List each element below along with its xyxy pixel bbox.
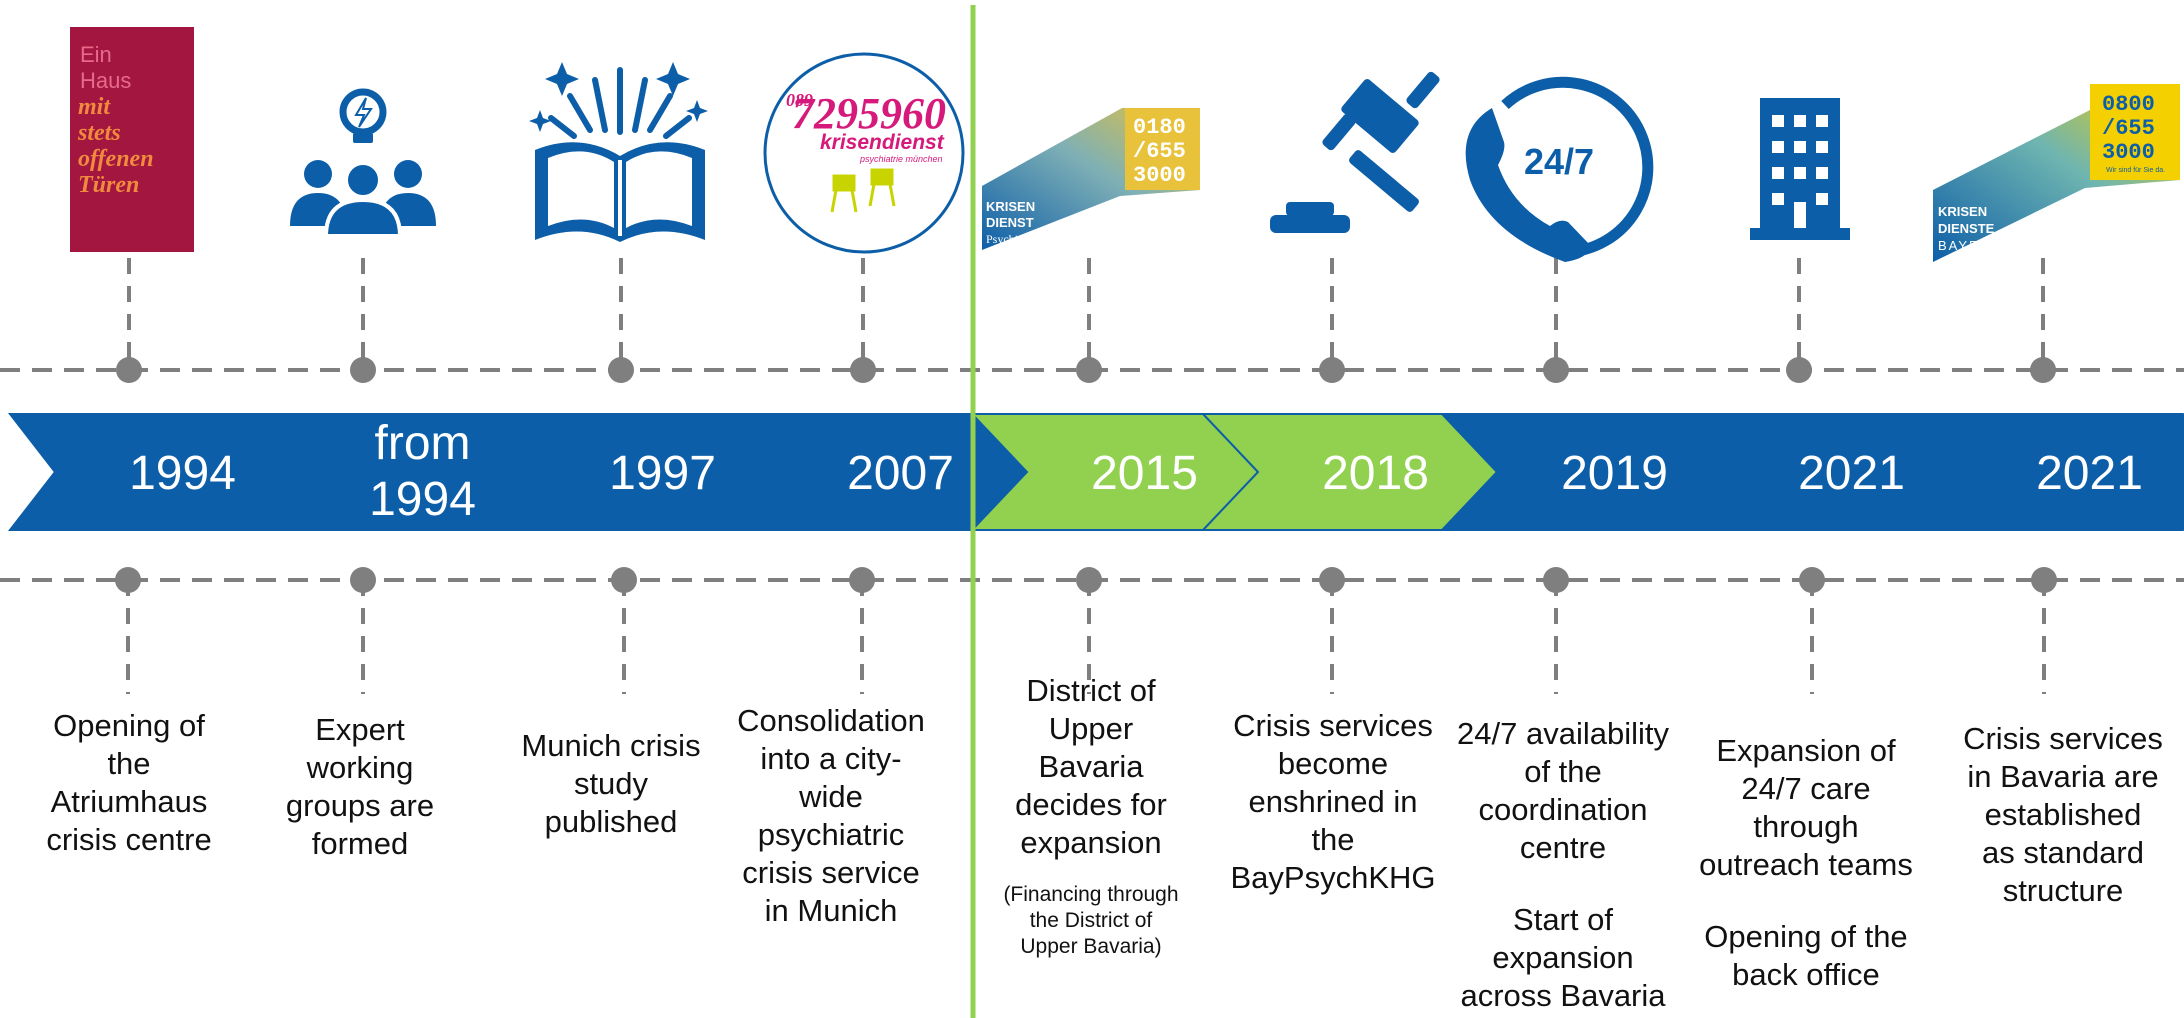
psychiatrie-phone-line-2: /655	[1133, 139, 1186, 164]
milestone-description: 24/7 availability of the coordination ce…	[1443, 715, 1683, 1015]
upper-marker-dot	[1786, 357, 1812, 383]
year-label: 2021	[1798, 447, 1905, 500]
poster-light-text-1: Ein	[80, 42, 112, 67]
munich-service-name: krisendienst	[820, 131, 945, 154]
bayern-brand-sub: BAYERN	[1938, 238, 2003, 253]
phone-24-7-icon: 24/7	[1465, 76, 1654, 262]
milestone-extra-text: Start of expansion across Bavaria	[1460, 902, 1666, 1013]
milestone-description-text: Crisis services in Bavaria are establish…	[1963, 721, 2163, 908]
psychiatrie-brand-sub: Psychiatrie	[986, 232, 1039, 246]
psychiatrie-brand-line-1: KRISEN	[986, 199, 1035, 214]
gavel-icon	[1270, 71, 1440, 233]
upper-marker-dot	[850, 357, 876, 383]
office-building-icon	[1750, 98, 1850, 240]
upper-marker-dot	[116, 357, 142, 383]
milestone-description-text: Opening of the Atriumhaus crisis centre	[46, 708, 212, 857]
poster-bold-text-1: mit	[78, 94, 111, 120]
milestone-description-text: 24/7 availability of the coordination ce…	[1457, 716, 1669, 865]
milestone-description: Opening of the Atriumhaus crisis centre	[29, 707, 229, 859]
lower-marker-dot	[1543, 567, 1569, 593]
munich-service-subtitle: psychiatrie münchen	[859, 154, 943, 164]
milestone-description-text: Crisis services become enshrined in the …	[1230, 708, 1436, 895]
working-group-icon	[290, 88, 436, 238]
bayern-brand-line-1: KRISEN	[1938, 204, 1987, 219]
krisendienst-psychiatrie-logo-icon: 0180 /655 3000 KRISEN DIENST Psychiatrie	[982, 108, 1200, 250]
year-chevron	[1914, 413, 2184, 531]
milestone-description-text: Consolidation into a city- wide psychiat…	[737, 703, 925, 928]
krisendienste-bayern-logo-icon: 0800 /655 3000 Wir sind für Sie da. KRIS…	[1933, 84, 2180, 262]
munich-area-code: 089	[786, 90, 813, 110]
munich-phone-number: 7295960	[792, 89, 946, 138]
phone-badge-text: 24/7	[1524, 141, 1594, 182]
psychiatrie-brand-line-2: DIENST	[986, 215, 1034, 230]
year-label: 1997	[609, 447, 716, 500]
year-label: 2007	[847, 447, 954, 500]
milestone-description-text: Expert working groups are formed	[285, 712, 435, 861]
bayern-phone-line-1: 0800	[2102, 92, 2155, 117]
open-book-icon	[529, 62, 708, 242]
lower-marker-dot	[350, 567, 376, 593]
atriumhaus-poster-icon: Ein Haus mit stets offenen Türen	[70, 27, 194, 252]
bayern-brand-line-2: DIENSTE	[1938, 221, 1995, 236]
milestone-description: Crisis services become enshrined in the …	[1223, 707, 1443, 897]
psychiatrie-phone-line-3: 3000	[1133, 163, 1186, 188]
bayern-tagline: Wir sind für Sie da.	[2106, 167, 2165, 174]
year-label: 1994	[369, 473, 476, 526]
upper-marker-dot	[2030, 357, 2056, 383]
milestone-description: Munich crisis study published	[501, 727, 721, 841]
poster-bold-text-4: Türen	[78, 172, 139, 198]
upper-marker-dot	[1319, 357, 1345, 383]
milestone-description-text: District of Upper Bavaria decides for ex…	[1015, 673, 1167, 860]
upper-marker-dot	[608, 357, 634, 383]
year-label: 2015	[1091, 447, 1198, 500]
lower-marker-dot	[2031, 567, 2057, 593]
lower-marker-dot	[611, 567, 637, 593]
year-label: from	[375, 417, 471, 470]
milestone-note: (Financing through the District of Upper…	[1003, 883, 1179, 958]
year-label: 2019	[1561, 447, 1668, 500]
milestone-description: Expansion of 24/7 care through outreach …	[1686, 732, 1926, 994]
lower-marker-dot	[1799, 567, 1825, 593]
milestone-extra-text: Opening of the back office	[1704, 919, 1908, 992]
milestone-description: Expert working groups are formed	[260, 711, 460, 863]
upper-marker-dot	[1543, 357, 1569, 383]
krisendienst-munich-logo-icon: 089 7295960 krisendienst psychiatrie mün…	[763, 52, 965, 254]
milestone-description: Consolidation into a city- wide psychiat…	[716, 702, 946, 930]
poster-bold-text-3: offenen	[78, 146, 154, 172]
milestone-description-text: Expansion of 24/7 care through outreach …	[1699, 733, 1913, 882]
psychiatrie-phone-line-1: 0180	[1133, 115, 1186, 140]
poster-bold-text-2: stets	[77, 120, 121, 146]
milestone-description: District of Upper Bavaria decides for ex…	[981, 672, 1201, 960]
year-label: 2021	[2036, 447, 2143, 500]
milestone-description: Crisis services in Bavaria are establish…	[1953, 720, 2173, 910]
upper-marker-dot	[350, 357, 376, 383]
poster-light-text-2: Haus	[80, 68, 131, 93]
milestone-description-text: Munich crisis study published	[521, 728, 701, 839]
bayern-phone-line-3: 3000	[2102, 140, 2155, 165]
upper-marker-dot	[1076, 357, 1102, 383]
year-label: 2018	[1322, 447, 1429, 500]
lower-marker-dot	[1319, 567, 1345, 593]
lower-marker-dot	[849, 567, 875, 593]
year-label: 1994	[129, 447, 236, 500]
lower-marker-dot	[115, 567, 141, 593]
lower-marker-dot	[1076, 567, 1102, 593]
bayern-phone-line-2: /655	[2102, 116, 2155, 141]
